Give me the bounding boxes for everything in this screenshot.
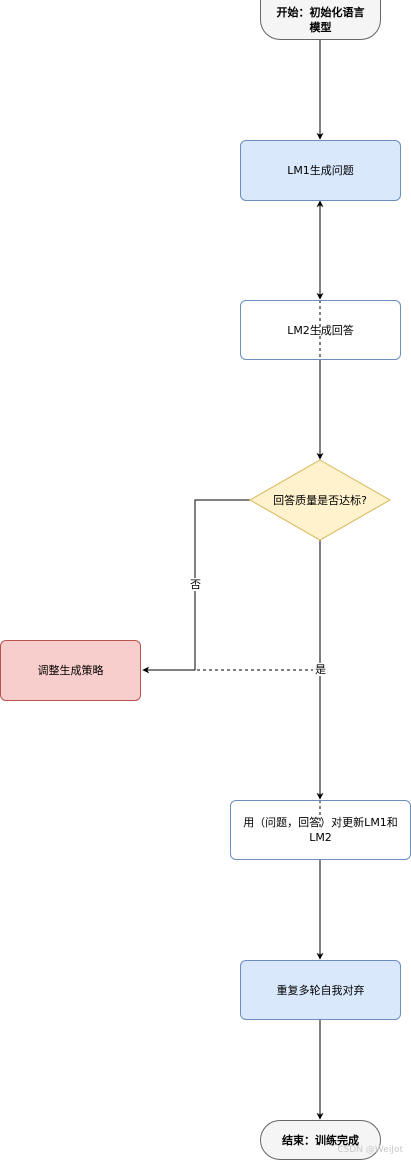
decision-diamond <box>248 459 392 541</box>
update-node: 用（问题，回答）对更新LM1和LM2 <box>230 800 411 860</box>
lm2-answer-label: LM2生成回答 <box>287 323 354 337</box>
lm1-generate-label: LM1生成问题 <box>287 164 354 177</box>
start-label: 开始：初始化语言模型 <box>276 5 365 34</box>
adjust-strategy-label: 调整生成策略 <box>37 664 104 677</box>
quality-check-label: 回答质量是否达标? <box>273 494 367 507</box>
start-node: 开始：初始化语言模型 <box>260 0 381 40</box>
end-label: 结束：训练完成 <box>282 1133 359 1147</box>
no-branch-label: 否 <box>188 578 203 591</box>
repeat-node: 重复多轮自我对弃 <box>240 960 401 1020</box>
lm2-answer-node: LM2生成回答 <box>240 300 401 360</box>
lm1-generate-node: LM1生成问题 <box>240 140 401 201</box>
repeat-label: 重复多轮自我对弃 <box>276 983 365 997</box>
adjust-strategy-node: 调整生成策略 <box>0 640 141 701</box>
update-label: 用（问题，回答）对更新LM1和LM2 <box>243 816 398 844</box>
yes-branch-label: 是 <box>313 663 328 676</box>
watermark: CSDN @WeiJot <box>337 1145 403 1155</box>
end-node: 结束：训练完成 <box>260 1120 381 1160</box>
